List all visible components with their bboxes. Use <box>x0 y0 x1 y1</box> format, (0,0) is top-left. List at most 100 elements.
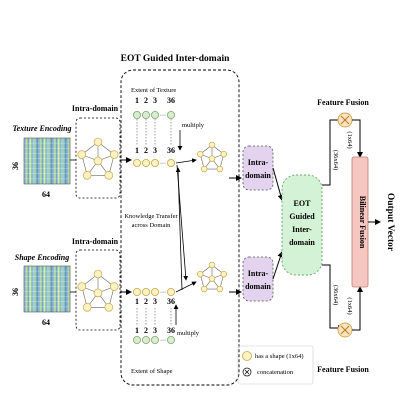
shape-grid-stripe <box>41 266 44 312</box>
knowledge-transfer-line-1: Knowledge Transfer <box>124 213 178 220</box>
shape-main-node <box>166 287 175 296</box>
texture-main-index: 36 <box>167 146 175 155</box>
inter-graph-texture-node <box>208 141 216 149</box>
shape-grid-stripe <box>24 266 27 312</box>
shape-inner-intra-line-1: Intra- <box>248 269 269 278</box>
eot-inter-domain-region <box>120 69 240 386</box>
knowledge-transfer-line-2: across Domain <box>132 222 172 229</box>
eot-box-line-2: Guided <box>289 212 315 221</box>
shape-grid-stripe <box>45 266 48 312</box>
texture-grid-stripe <box>36 138 39 184</box>
dim-top-fused: (1x64) <box>346 131 353 148</box>
shape-extent-node <box>150 335 159 344</box>
texture-main-ellipsis: ··· <box>160 161 166 167</box>
node-rows: ············ <box>132 111 197 344</box>
shape-extent-ellipsis: ··· <box>160 338 166 344</box>
shape-grid-stripe <box>55 266 58 312</box>
shape-grid-stripe <box>52 266 55 312</box>
texture-grid-stripe <box>41 138 44 184</box>
legend-node-text: has a shape (1x64) <box>255 353 304 360</box>
legend-concat-stroke-2 <box>244 369 250 375</box>
texture-encoding-grid <box>23 137 71 185</box>
shape-intra-graph-node <box>93 288 103 298</box>
texture-grid-stripe <box>24 138 27 184</box>
texture-grid-stripe <box>29 138 32 184</box>
shape-intra-graph-node <box>82 302 92 312</box>
shape-grid-stripe <box>27 266 30 312</box>
fusion-to-bilinear-top <box>352 119 363 158</box>
output-vector-label: Output Vector <box>385 193 395 252</box>
texture-main-node <box>132 158 141 167</box>
texture-grid-stripe <box>32 138 35 184</box>
texture-extent-ellipsis: ··· <box>160 113 166 119</box>
shape-inner-intra-box <box>242 256 274 302</box>
texture-extent-node <box>141 111 150 120</box>
texture-grid-stripe <box>66 138 69 184</box>
shape-grid-stripe <box>59 266 62 312</box>
shape-extent-node <box>166 335 175 344</box>
shape-extent-index: 36 <box>167 326 175 335</box>
shape-extent-index: 2 <box>144 326 148 335</box>
legend-box <box>237 345 314 385</box>
shape-main-index: 2 <box>144 297 148 306</box>
transfer-arrow-up <box>175 167 183 291</box>
inter-graph-texture-node <box>208 155 216 162</box>
shape-grid-stripe <box>62 266 65 312</box>
texture-grid-stripe <box>52 138 55 184</box>
shape-main-index: 36 <box>167 297 175 306</box>
shape-extent-node <box>141 335 150 344</box>
texture-grid-stripe <box>62 138 65 184</box>
texture-main-index: 3 <box>153 146 157 155</box>
texture-intra-domain-label: Intra-domain <box>72 104 119 113</box>
texture-grid-stripe <box>34 138 37 184</box>
dim-bottom-fused: (1x64) <box>346 297 353 314</box>
shape-grid-stripe <box>54 266 57 312</box>
shape-grid-stripe <box>57 266 60 312</box>
extent-shape-label: Extent of Shape <box>131 368 173 375</box>
texture-inner-intra-box <box>242 145 274 191</box>
texture-grid-stripe <box>64 138 67 184</box>
shape-extent-index: 1 <box>135 326 139 335</box>
shape-cols-label: 64 <box>42 318 50 327</box>
shape-grid-stripe <box>34 266 37 312</box>
texture-main-index: 1 <box>135 146 139 155</box>
texture-cols-label: 64 <box>42 190 50 199</box>
legend-node-icon <box>242 351 252 361</box>
shape-grid-stripe <box>66 266 69 312</box>
texture-main-index: 2 <box>144 146 148 155</box>
texture-rows-label: 36 <box>11 162 20 170</box>
texture-intra-graph-node <box>82 170 92 180</box>
shape-main-index: 3 <box>153 297 157 306</box>
texture-extent-node <box>166 111 175 120</box>
texture-grid-stripe <box>55 138 58 184</box>
eot-to-fusion-bottom <box>322 264 344 331</box>
feature-fusion-label-bottom: Feature Fusion <box>317 365 369 374</box>
shape-grid-stripe <box>25 266 28 312</box>
texture-main-node <box>166 158 175 167</box>
shape-main-node <box>141 287 150 296</box>
nodes-to-inter-graph-bottom <box>175 281 197 293</box>
shape-grid-stripe <box>48 266 51 312</box>
diagram-title: EOT Guided Inter-domain <box>121 54 230 64</box>
inter-graph-texture-node <box>197 150 204 158</box>
intra-to-eot-arrow-bottom <box>272 251 284 280</box>
inter-graph-texture-node <box>200 165 208 173</box>
shape-grid-stripe <box>43 266 46 312</box>
eot-to-fusion-top <box>322 117 344 186</box>
texture-extent-node <box>132 111 141 120</box>
inter-graph-texture <box>197 141 227 173</box>
shape-grid-stripe <box>64 266 67 312</box>
shape-grid-stripe <box>29 266 32 312</box>
texture-encoding-label: Texture Encoding <box>12 124 71 133</box>
inter-graph-shape-node <box>197 270 204 278</box>
texture-grid-stripe <box>31 138 34 184</box>
eot-guided-box <box>281 174 323 276</box>
inter-graph-shape-node <box>220 270 227 278</box>
shape-grid-stripe <box>47 266 50 312</box>
eot-box-line-4: domain <box>289 238 315 247</box>
texture-grid-stripe <box>38 138 41 184</box>
inter-graph-shape <box>197 261 227 293</box>
shape-extent-index: 3 <box>153 326 157 335</box>
texture-grid-stripe <box>39 138 42 184</box>
